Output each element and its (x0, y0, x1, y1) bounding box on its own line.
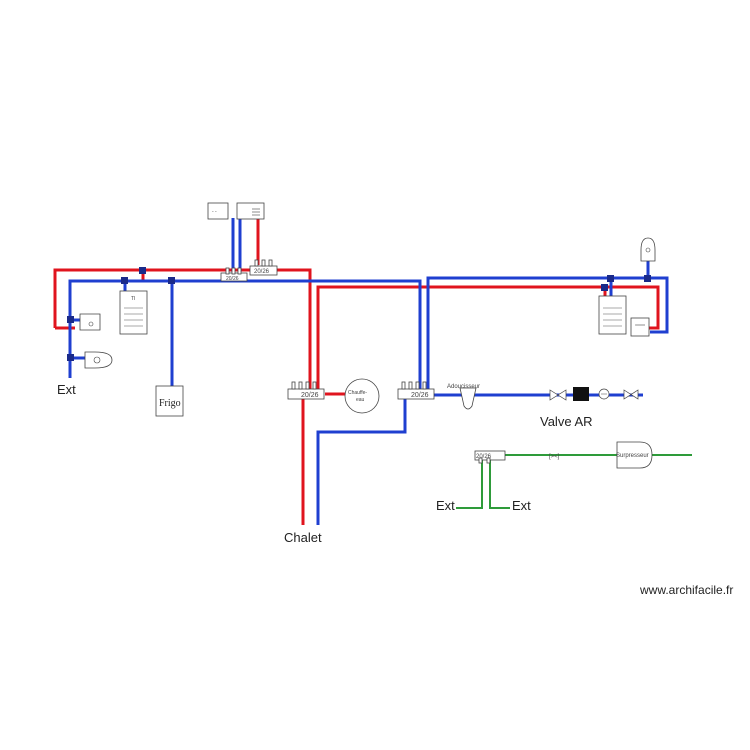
manifold-mid-label: 20/26 (411, 392, 429, 399)
connector-node (601, 284, 608, 291)
manifold-chalet-label: 20/26 (301, 392, 319, 399)
manifold-top-b-label: 20/26 (254, 269, 270, 275)
connector-node (644, 275, 651, 282)
ext-label-left: Ext (57, 382, 76, 397)
gate-valve (549, 389, 567, 401)
toilet-left (84, 351, 113, 369)
manifold-top: 20/26 (220, 267, 248, 282)
check-valve (623, 389, 639, 400)
booster-pump-label: Surpresseur (616, 453, 649, 459)
connector-node (121, 277, 128, 284)
connector-node (67, 316, 74, 323)
fridge-label: Frigo (159, 398, 181, 409)
manifold-green: 20/26 (474, 450, 506, 464)
manifold-green-label: 20/26 (476, 454, 492, 460)
water-heater-label-2: eau (356, 397, 365, 403)
hot-water-network (53, 218, 660, 525)
connector-node (67, 354, 74, 361)
water-meter (598, 388, 610, 400)
green-pipe-ext-left (456, 460, 483, 509)
green-pipe-ext-right (489, 460, 510, 509)
fridge: Frigo (155, 385, 184, 417)
cold-pipe-right-loop (426, 276, 669, 390)
credit-watermark: www.archifacile.fr (639, 583, 733, 597)
radiator-right (598, 295, 627, 335)
hot-pipe-right-loop (316, 285, 660, 390)
svg-text:TI: TI (131, 296, 135, 302)
manifold-top-b: 20/26 (249, 259, 278, 276)
shower-mixer-right (630, 317, 650, 337)
chalet-label: Chalet (284, 530, 322, 545)
water-softener: Adoucisseur (447, 384, 480, 410)
cold-pipe-chalet-out (316, 394, 407, 525)
booster-pump: Surpresseur (616, 441, 653, 469)
ext-label-green-left: Ext (436, 498, 455, 513)
garden-valve: [><] (549, 454, 560, 460)
water-softener-label: Adoucisseur (447, 384, 480, 390)
connector-node (607, 275, 614, 282)
pressure-reducer (573, 387, 589, 401)
pipe-connectors (67, 267, 651, 361)
cold-water-network (68, 218, 669, 525)
radiator-left: TI (119, 290, 148, 335)
garden-valve-label: [><] (549, 454, 560, 460)
water-heater: Chauffe- eau (344, 378, 380, 414)
washbasin-left (79, 313, 101, 331)
ext-label-green-right: Ext (512, 498, 531, 513)
main-supply-valves (549, 387, 639, 401)
water-heater-label-1: Chauffe- (348, 390, 367, 396)
outdoor-network (456, 454, 692, 509)
svg-text:- -: - - (212, 209, 217, 215)
manifold-chalet: 20/26 (287, 381, 325, 400)
connector-node (139, 267, 146, 274)
valve-ar-label: Valve AR (540, 414, 593, 429)
manifold-top-label: 20/26 (226, 276, 239, 282)
water-heater-wall-unit (236, 202, 265, 220)
boiler-control-box: - - (207, 202, 229, 220)
manifold-mid: 20/26 (397, 381, 435, 400)
connector-node (168, 277, 175, 284)
washbasin-right (640, 237, 656, 262)
hot-pipe-main-top (53, 268, 312, 390)
